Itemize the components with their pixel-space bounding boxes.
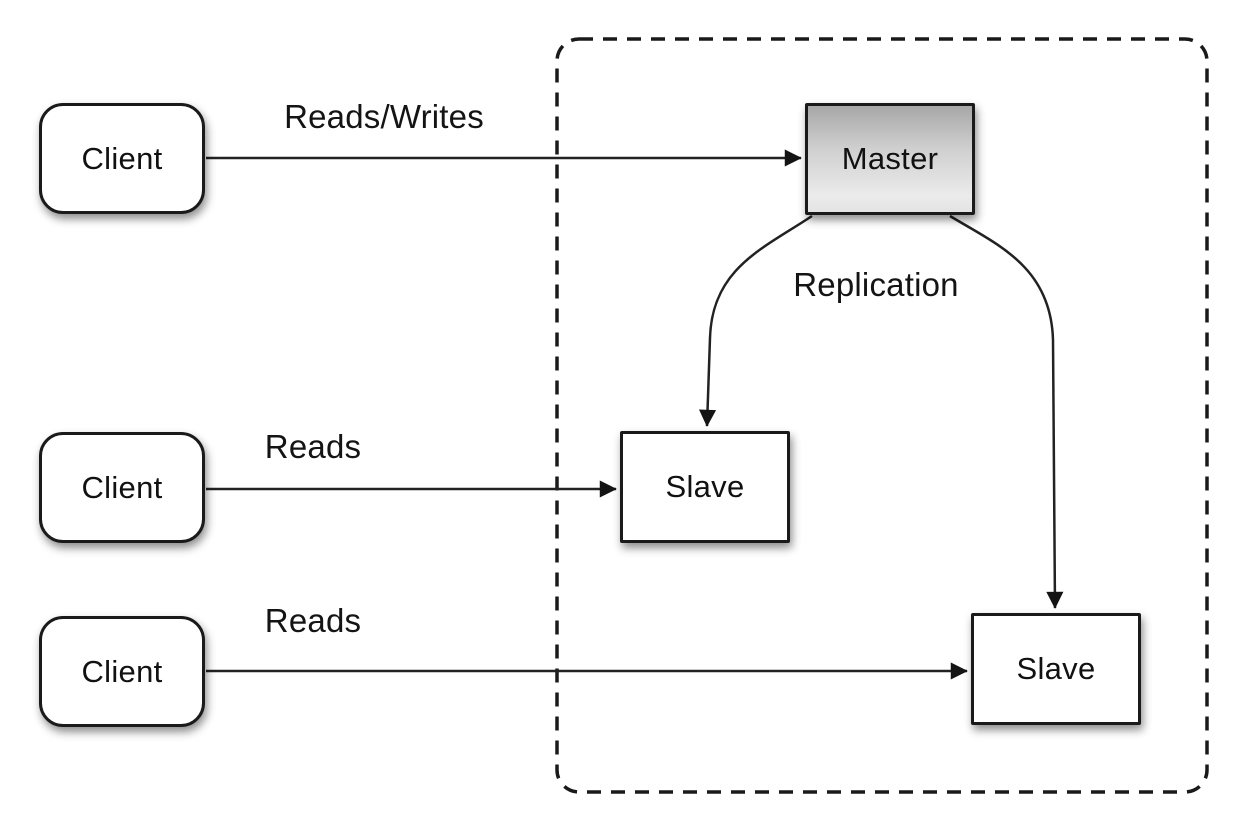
edge-label-reads-writes: Reads/Writes [284, 98, 484, 135]
node-client-1-label: Client [81, 140, 163, 176]
node-slave-2-label: Slave [1016, 651, 1096, 686]
node-slave-1: Slave [620, 431, 790, 543]
edge-master-slave2-arrow [949, 214, 1064, 609]
edge-master-slave1-arrow [699, 214, 813, 427]
node-client-2-label: Client [81, 469, 163, 505]
node-client-2: Client [39, 432, 205, 543]
node-client-3-label: Client [81, 653, 163, 689]
edge-label-replication: Replication [793, 266, 959, 303]
node-slave-1-label: Slave [665, 469, 745, 504]
node-master: Master [805, 103, 975, 215]
node-slave-2: Slave [971, 613, 1141, 725]
edge-label-reads-top: Reads [264, 428, 362, 465]
edge-label-reads-bottom: Reads [264, 602, 362, 639]
node-client-1: Client [39, 103, 205, 214]
replication-group-boundary [555, 37, 1209, 794]
node-master-label: Master [841, 141, 939, 176]
node-client-3: Client [39, 616, 205, 727]
